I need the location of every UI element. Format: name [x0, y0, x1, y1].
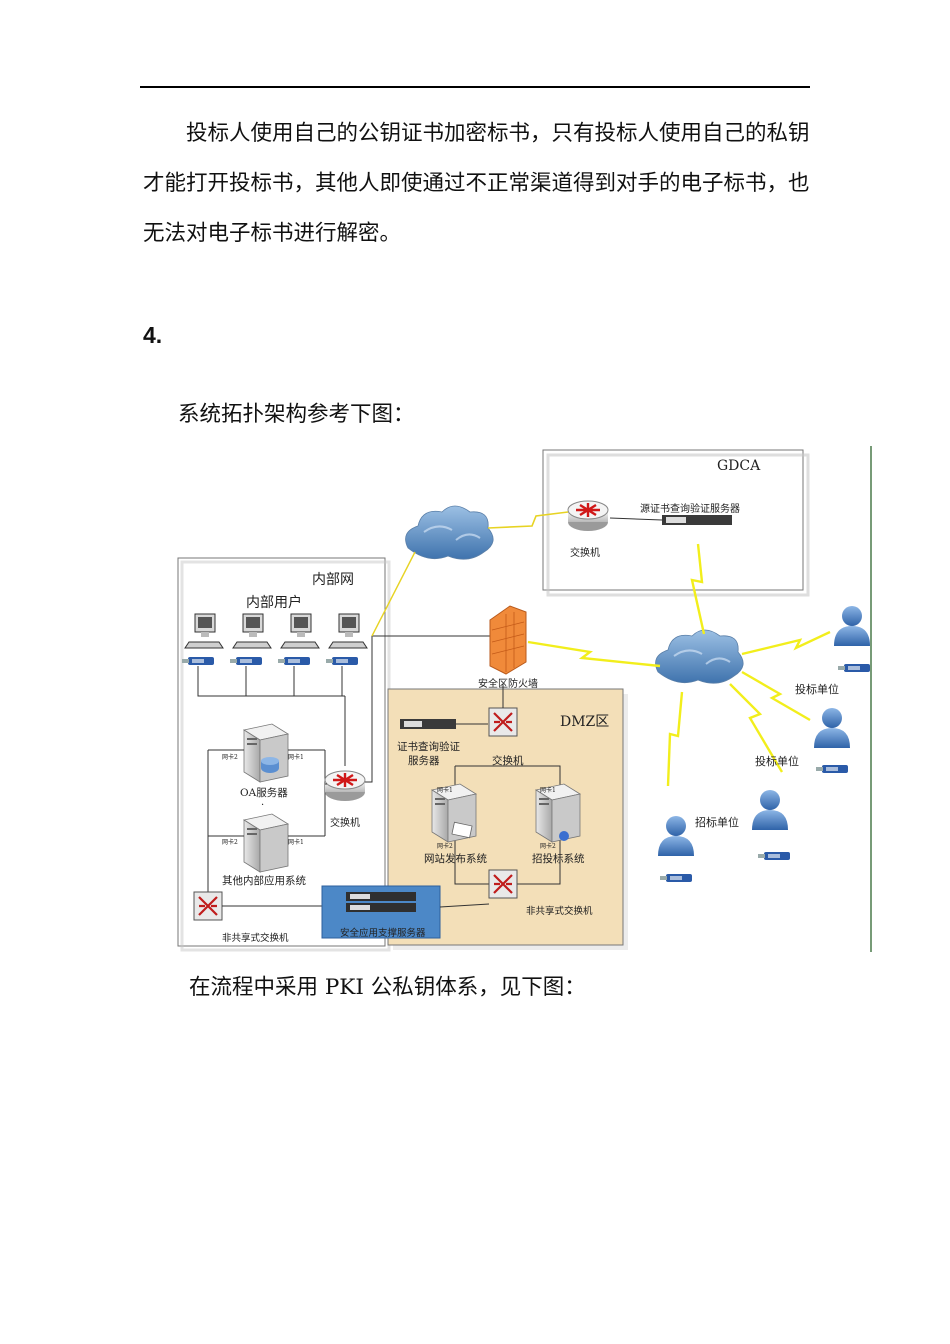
cert-server-label-line1: 证书查询验证 [397, 740, 460, 753]
internal-users-label: 内部用户 [246, 594, 302, 611]
other-apps-label: 其他内部应用系统 [222, 874, 306, 887]
gdca-label: GDCA [717, 458, 761, 474]
nic-label: 网卡2 [437, 842, 453, 850]
cert-server-rack-icon [400, 719, 456, 729]
oa-server-label: OA服务器 [240, 786, 288, 799]
ellipsis-dot: · [261, 800, 264, 811]
bidder-unit-label-2: 投标单位 [755, 754, 799, 768]
nic-label: 网卡1 [437, 786, 453, 794]
paragraph-encryption-text: 投标人使用自己的公钥证书加密标书，只有投标人使用自己的私钥才能打开投标书，其他人… [143, 121, 810, 246]
bid-system-label: 招投标系统 [532, 852, 585, 865]
internal-network-label: 内部网 [312, 572, 354, 588]
internal-switch-label: 交换机 [330, 816, 360, 829]
usb-key-icon [838, 664, 870, 672]
nic-label: 网卡2 [222, 753, 238, 761]
dmz-switch-label: 交换机 [492, 754, 524, 767]
nonshared-switch-right-label: 非共享式交换机 [526, 905, 593, 917]
pki-intro: 在流程中采用 PKI 公私钥体系，见下图： [189, 975, 586, 1000]
firewall-icon [489, 605, 527, 675]
lightning-links [527, 543, 831, 787]
dmz-switch-icon [487, 706, 519, 738]
internal-switch-icon [323, 769, 367, 803]
bidder-user-icon [752, 790, 788, 830]
usb-key-icon [816, 765, 848, 773]
usb-key-icon [758, 852, 790, 860]
bidder-user-icon [814, 708, 850, 748]
gdca-server-label: 源证书查询验证服务器 [640, 502, 740, 515]
nic-label: 网卡1 [540, 786, 556, 794]
internal-network-zone: 内部网 内部用户 网卡2 网卡1 OA服务器 · 网卡2 网卡1 其他内部应用系… [177, 557, 391, 952]
paragraph-encryption: 投标人使用自己的公钥证书加密标书，只有投标人使用自己的私钥才能打开投标书，其他人… [143, 109, 823, 259]
topology-intro: 系统拓扑架构参考下图： [178, 402, 415, 427]
gdca-zone: GDCA 交换机 源证书查询验证服务器 [542, 449, 810, 597]
tender-user-icon [658, 816, 694, 856]
nic-label: 网卡1 [288, 838, 304, 846]
tender-unit-label: 招标单位 [695, 815, 739, 829]
security-support-server: 安全应用支撑服务器 [321, 885, 490, 939]
nic-label: 网卡2 [540, 842, 556, 850]
gdca-rack-server-icon [662, 515, 732, 525]
nic-label: 网卡2 [222, 838, 238, 846]
cert-server-label-line2: 服务器 [408, 754, 440, 767]
header-rule [140, 86, 810, 88]
oa-server-icon [243, 723, 289, 783]
nic-label: 网卡1 [288, 753, 304, 761]
nonshared-switch-right-icon [487, 868, 519, 900]
other-apps-server-icon [243, 813, 289, 873]
firewall-label: 安全区防火墙 [478, 677, 538, 690]
usb-key-icon [660, 874, 692, 882]
web-system-label: 网站发布系统 [424, 852, 487, 865]
network-topology-diagram: GDCA 交换机 源证书查询验证服务器 内部网 内部用户 网卡2 网卡1 OA服 [177, 446, 872, 952]
bidder-user-icon [834, 606, 870, 646]
nonshared-switch-left-icon [192, 890, 224, 922]
cloud-icon [654, 629, 745, 685]
security-server-label: 安全应用支撑服务器 [340, 927, 426, 939]
section-heading: 4. [143, 322, 163, 348]
nonshared-switch-left-label: 非共享式交换机 [222, 932, 289, 944]
bidder-unit-label-1: 投标单位 [795, 682, 839, 696]
gdca-router-icon [566, 499, 610, 533]
cloud-icon [404, 505, 495, 561]
gdca-switch-label: 交换机 [570, 546, 600, 559]
dmz-label: DMZ区 [560, 714, 609, 730]
